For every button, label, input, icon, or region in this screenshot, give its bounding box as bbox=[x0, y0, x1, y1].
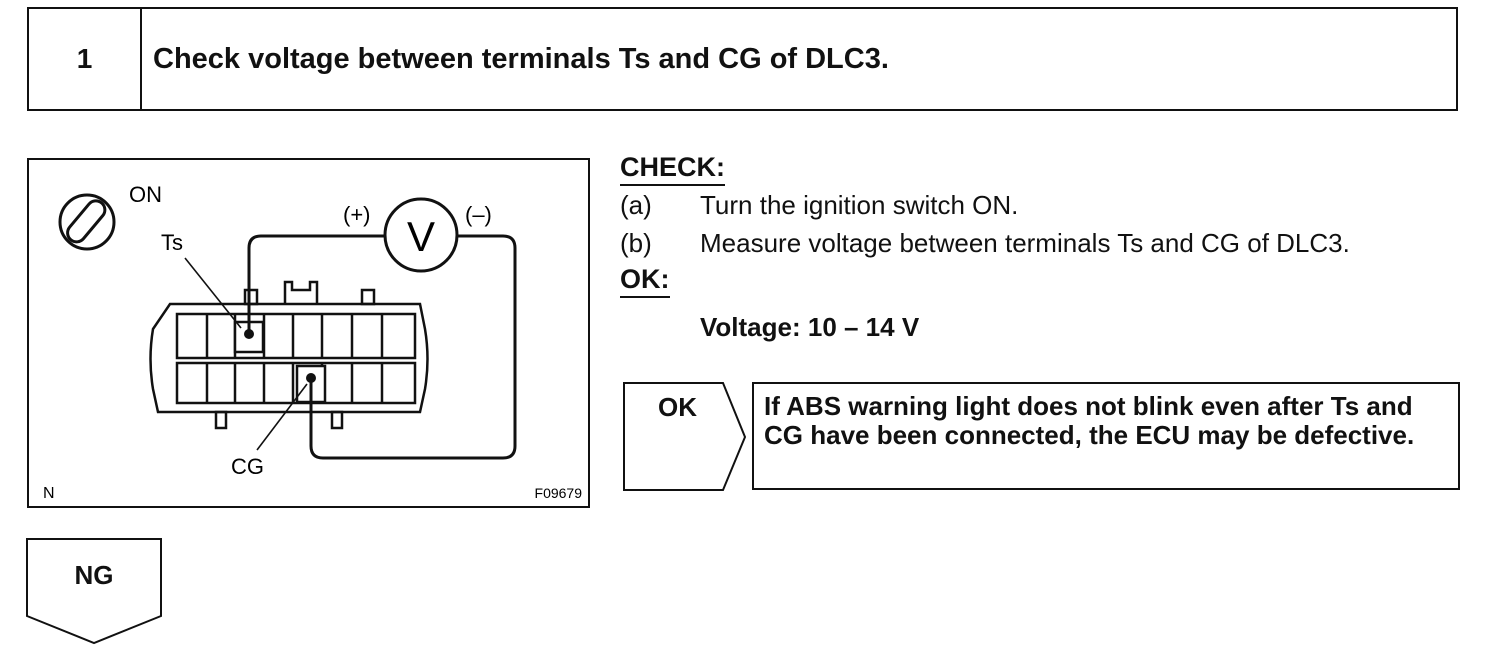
voltage-spec: Voltage: 10 – 14 V bbox=[700, 312, 920, 342]
negative-lead bbox=[309, 234, 517, 460]
ok-tag-arrow bbox=[623, 382, 747, 491]
plus-label: (+) bbox=[343, 202, 371, 227]
step-title: Check voltage between terminals Ts and C… bbox=[153, 42, 889, 75]
ignition-on-label: ON bbox=[129, 182, 162, 207]
dlc3-diagram: ON bbox=[27, 158, 590, 508]
ng-tag-label: NG bbox=[74, 560, 114, 590]
ignition-switch-icon bbox=[58, 193, 116, 251]
check-heading: CHECK: bbox=[620, 150, 725, 186]
ok-tag-label: OK bbox=[658, 392, 697, 422]
step-number: 1 bbox=[29, 9, 142, 109]
ok-result-box: If ABS warning light does not blink even… bbox=[752, 382, 1460, 490]
check-step-a: (a) Turn the ignition switch ON. bbox=[620, 186, 1490, 224]
step-text: Measure voltage between terminals Ts and… bbox=[700, 228, 1350, 258]
figure-code: F09679 bbox=[535, 485, 583, 501]
voltmeter-symbol: V bbox=[407, 213, 435, 260]
figure-frame bbox=[27, 158, 590, 508]
step-letter: (a) bbox=[620, 190, 652, 220]
ok-heading: OK: bbox=[620, 262, 670, 298]
positive-lead bbox=[247, 234, 385, 334]
figure-corner-label: N bbox=[43, 485, 55, 502]
step-header: 1 Check voltage between terminals Ts and… bbox=[27, 7, 1458, 111]
voltmeter-icon bbox=[383, 197, 459, 273]
dlc3-voltage-figure: ON bbox=[27, 158, 590, 508]
ts-leader bbox=[184, 257, 242, 329]
step-letter: (b) bbox=[620, 228, 652, 258]
minus-label: (–) bbox=[465, 202, 492, 227]
cg-leader bbox=[256, 383, 308, 451]
step-text: Turn the ignition switch ON. bbox=[700, 190, 1019, 220]
check-step-b: (b) Measure voltage between terminals Ts … bbox=[620, 224, 1490, 262]
ts-label: Ts bbox=[161, 230, 183, 255]
check-procedure: CHECK: (a) Turn the ignition switch ON. (… bbox=[620, 150, 1490, 344]
cg-label: CG bbox=[231, 454, 264, 479]
ng-tag-arrow bbox=[26, 538, 162, 645]
